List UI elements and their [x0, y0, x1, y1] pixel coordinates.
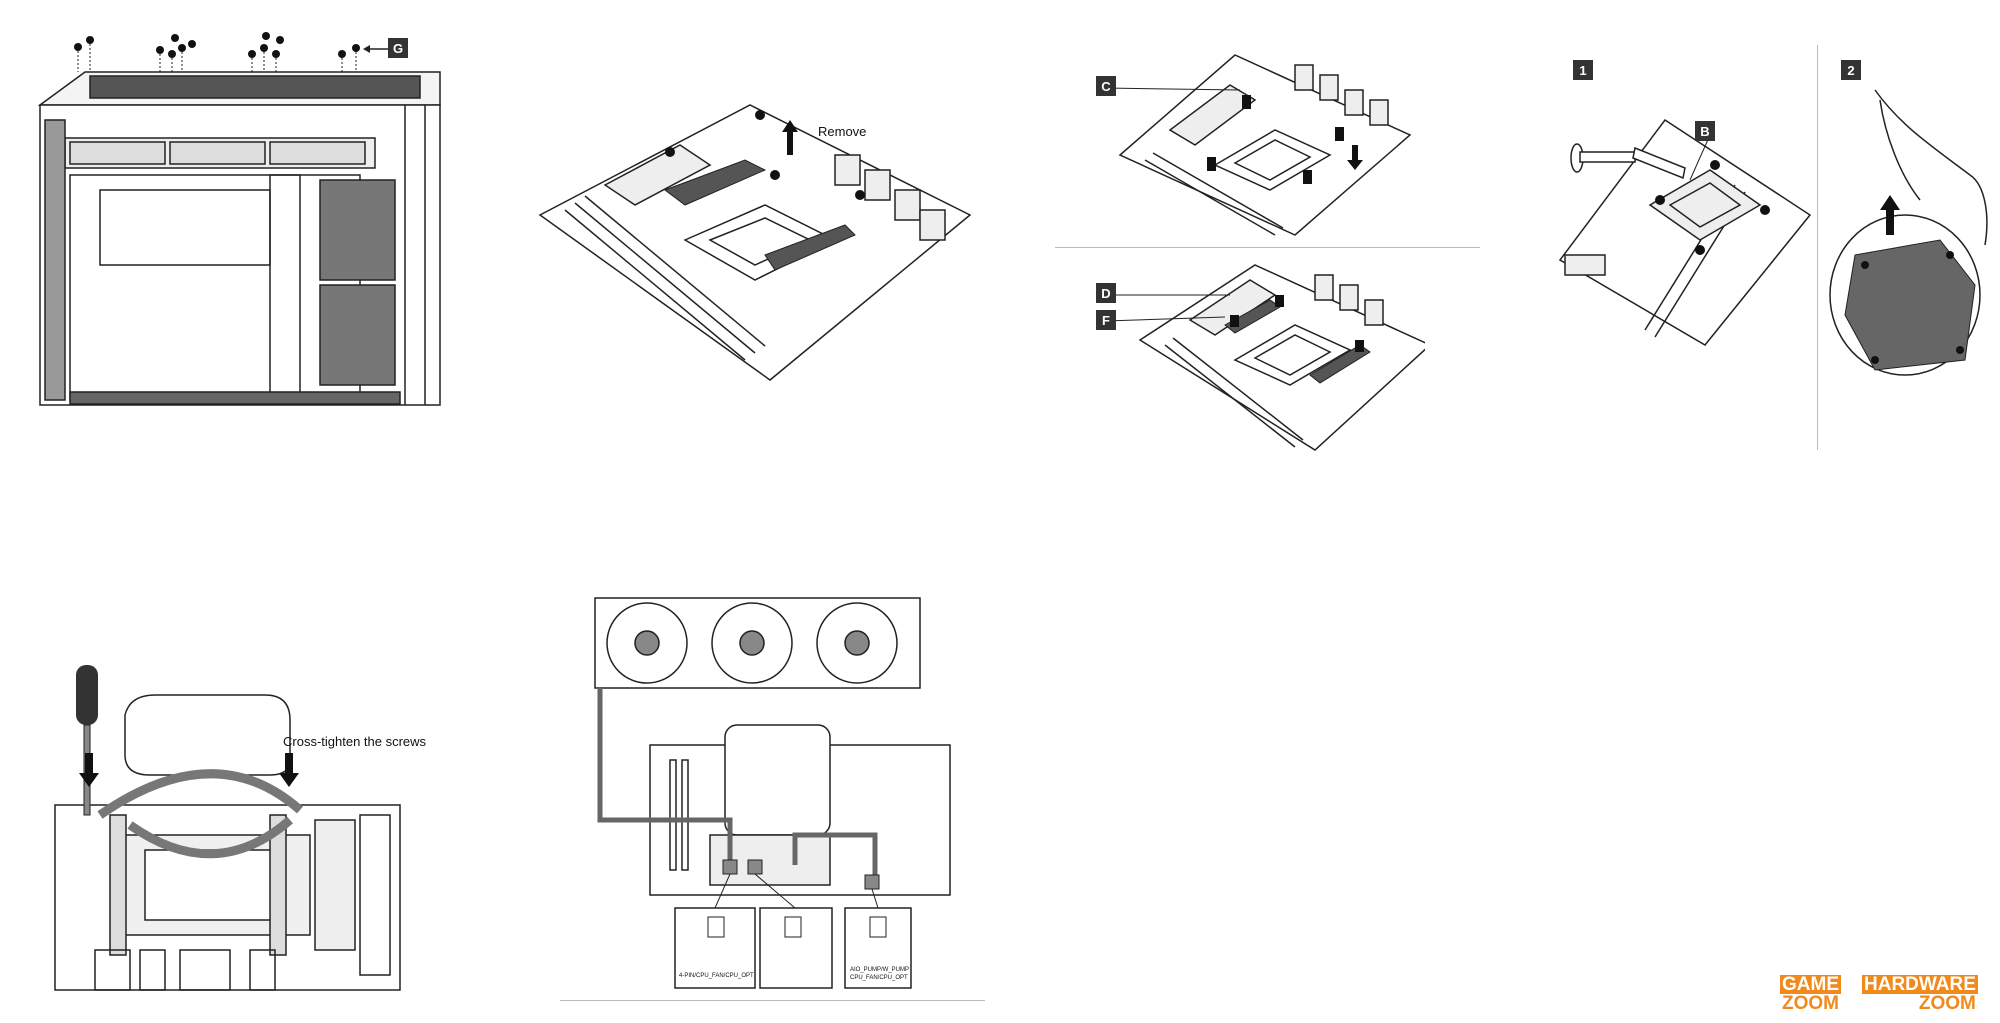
header-label-3b: CPU_FAN/CPU_OPT [850, 975, 908, 981]
divider-middle [1055, 247, 1480, 248]
tag-b: B [1695, 121, 1715, 141]
step-1-badge: 1 [1573, 60, 1593, 80]
case-illustration [37, 32, 441, 406]
panel-cross-tighten: Cross-tighten the screws [40, 655, 440, 1000]
step-2-badge: 2 [1841, 60, 1861, 80]
logo-hardware-zoom: HARDWARE ZOOM [1862, 974, 1978, 1014]
brackets-illustration [1104, 264, 1425, 451]
panel-thermal-paste: B [1555, 110, 1815, 350]
tag-f: F [1096, 310, 1116, 330]
cross-tighten-label: Cross-tighten the screws [283, 734, 427, 749]
remove-label: Remove [818, 124, 867, 139]
panel-remove-film [1820, 85, 2000, 415]
pump-film-illustration [1829, 89, 1988, 376]
standoffs-illustration [1104, 54, 1412, 236]
tag-g: G [388, 38, 408, 58]
header-label-3a: AIO_PUMP/W_PUMP [850, 967, 910, 973]
panel-wiring: 4-PIN/CPU_FAN/CPU_OPT AIO_PUMP/W_PUMP CP… [560, 595, 985, 1005]
divider-bottom [560, 1000, 985, 1001]
panel-case-top: G [20, 10, 460, 410]
thermal-paste-illustration [1558, 118, 1812, 346]
motherboard-bracket-illustration [538, 104, 972, 381]
tag-c: C [1096, 76, 1116, 96]
pump-install-illustration [54, 665, 401, 991]
wiring-illustration [594, 597, 951, 989]
panel-remove-bracket: Remove [535, 100, 975, 390]
logo-game-zoom: GAME ZOOM [1780, 974, 1841, 1014]
divider-vertical [1817, 45, 1818, 450]
tag-d: D [1096, 283, 1116, 303]
panel-standoffs-c: C [1095, 45, 1425, 245]
panel-brackets-df: D F [1095, 255, 1425, 455]
header-label-1: 4-PIN/CPU_FAN/CPU_OPT [679, 973, 754, 979]
